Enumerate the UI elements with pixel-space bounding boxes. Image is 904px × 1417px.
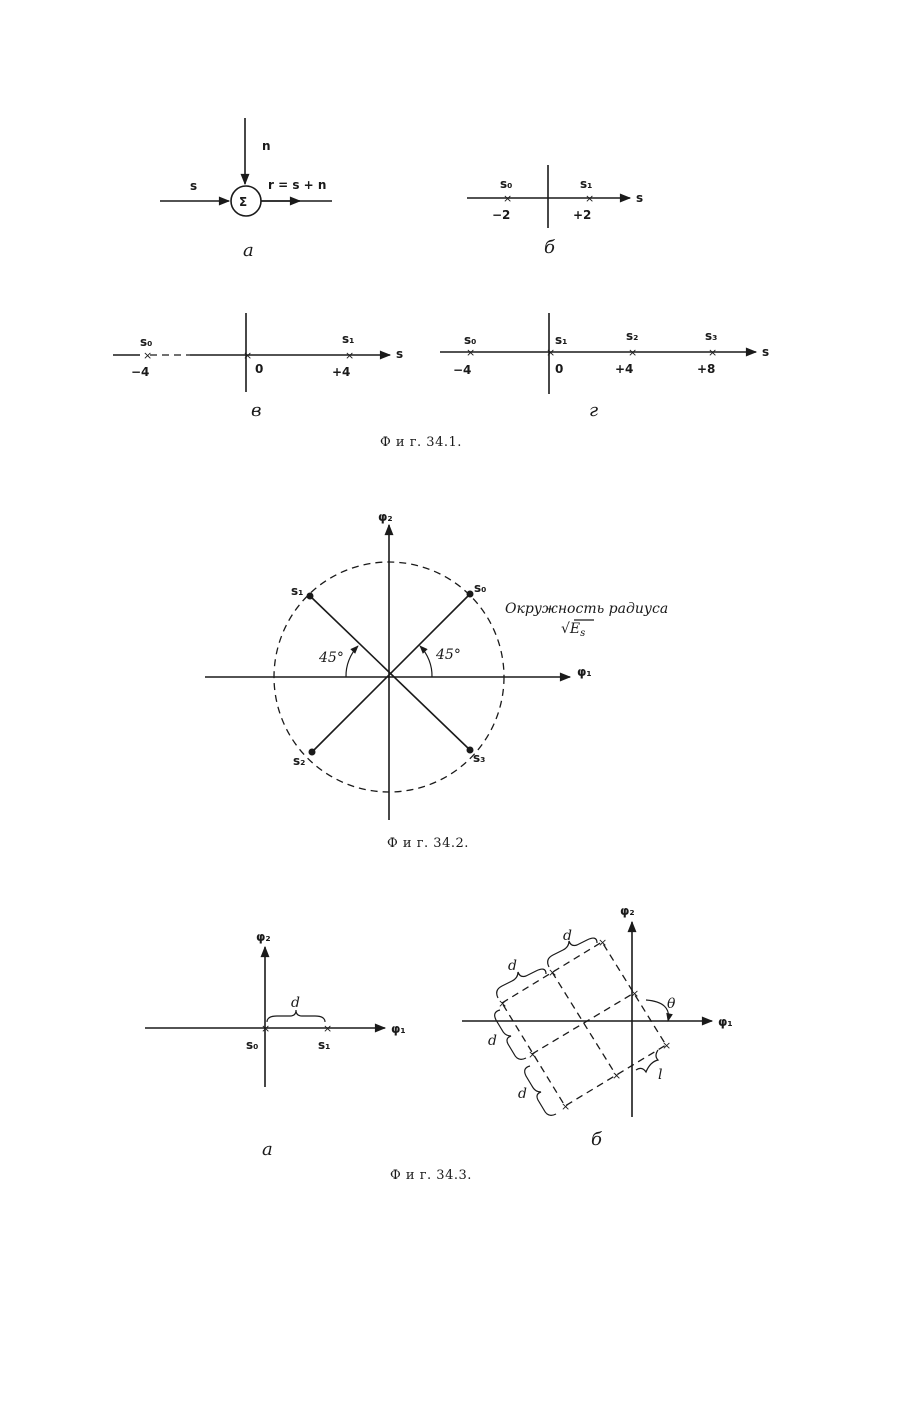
fig-34-3-b: × × × × × × × × d d d d θ l φ₂ φ₁ б (462, 904, 733, 1150)
phi2-label: φ₂ (256, 930, 271, 944)
value-plus-8: +8 (697, 362, 715, 376)
radius-subscript: s (580, 628, 585, 639)
fig-34-1-b: × × s₀ s₁ s −2 +2 б (467, 165, 643, 258)
point-origin-marker: × (243, 349, 252, 362)
s1-label: s₁ (342, 332, 354, 346)
sublabel-d: г (589, 400, 598, 421)
s1-label: s₁ (291, 584, 303, 598)
lattice-point: × (528, 1048, 537, 1061)
point-s1-marker: × (323, 1022, 332, 1035)
axis-label: s (762, 345, 769, 359)
brace-d-top-left (497, 969, 546, 998)
s0-label: s₀ (474, 581, 486, 595)
s1-label: s₁ (555, 333, 567, 347)
phi1-label: φ₁ (718, 1015, 733, 1029)
caption-34-2: Ф и г. 34.2. (387, 836, 469, 851)
sublabel-b: б (544, 237, 556, 258)
s0-label: s₀ (246, 1038, 258, 1052)
sum-symbol: Σ (239, 195, 247, 209)
sublabel-b: б (591, 1129, 603, 1150)
fig-34-1-c: × × × s₀ s₁ s −4 0 +4 в (113, 313, 403, 421)
phi1-label: φ₁ (577, 665, 592, 679)
value-minus-4: −4 (453, 363, 471, 377)
lattice-line-2 (532, 993, 634, 1054)
output-label: r = s + n (268, 178, 326, 192)
phi1-label: φ₁ (391, 1022, 406, 1036)
point-s1-marker: × (546, 346, 555, 359)
lattice-point: × (598, 936, 607, 949)
sublabel-c: в (251, 400, 261, 421)
value-minus-4: −4 (131, 365, 149, 379)
value-minus-2: −2 (492, 208, 510, 222)
radius-label: √Es (561, 621, 585, 639)
point-s0-marker: × (143, 349, 152, 362)
phi2-label: φ₂ (378, 510, 393, 524)
s3-label: s₃ (705, 329, 717, 343)
lattice-point: × (630, 987, 639, 1000)
lattice-point: × (561, 1100, 570, 1113)
d-label-4: d (518, 1086, 527, 1102)
value-zero: 0 (255, 362, 263, 376)
fig-34-1-d: × × × × s₀ s₁ s₂ s₃ s −4 0 +4 +8 г (440, 313, 769, 421)
sublabel-a: а (243, 240, 254, 261)
d-label-1: d (563, 928, 572, 944)
point-s1-marker: × (345, 349, 354, 362)
point-s0-marker: × (466, 346, 475, 359)
s0-label: s₀ (464, 333, 476, 347)
point-s2 (309, 749, 316, 756)
signal-label: s (190, 179, 197, 193)
point-s0 (467, 591, 474, 598)
caption-34-1: Ф и г. 34.1. (380, 435, 462, 450)
noise-label: n (262, 139, 271, 153)
s1-label: s₁ (318, 1038, 330, 1052)
value-plus-4: +4 (615, 362, 633, 376)
s2-label: s₂ (626, 329, 638, 343)
d-label-2: d (508, 958, 517, 974)
angle-label-right: 45° (435, 647, 461, 663)
d-label-3: d (488, 1033, 497, 1049)
s1-label: s₁ (580, 177, 592, 191)
s2-label: s₂ (293, 754, 305, 768)
point-s1 (307, 593, 314, 600)
s0-label: s₀ (140, 335, 152, 349)
angle-arc-left (346, 646, 358, 677)
value-zero: 0 (555, 362, 563, 376)
lattice-point: × (612, 1069, 621, 1082)
fig-34-1-a: n s Σ r = s + n а (160, 118, 332, 261)
caption-34-3: Ф и г. 34.3. (390, 1168, 472, 1183)
brace-d-top (548, 938, 597, 967)
fig-34-2: φ₂ φ₁ s₁ s₀ s₂ s₃ 45° 45° Окружность рад… (205, 510, 668, 820)
angle-label-left: 45° (318, 650, 344, 666)
point-s3-marker: × (708, 346, 717, 359)
point-s0-marker: × (503, 192, 512, 205)
axis-label: s (636, 191, 643, 205)
diagonal-s2-s0 (312, 594, 470, 752)
value-plus-4: +4 (332, 365, 350, 379)
radius-root: √E (561, 621, 580, 637)
point-s0-marker: × (261, 1022, 270, 1035)
axis-label: s (396, 347, 403, 361)
value-plus-2: +2 (573, 208, 591, 222)
s3-label: s₃ (473, 751, 485, 765)
point-s1-marker: × (585, 192, 594, 205)
sublabel-a: а (262, 1139, 273, 1160)
fig-34-3-a: × × d φ₂ φ₁ s₀ s₁ а (145, 930, 406, 1160)
phi2-label: φ₂ (620, 904, 635, 918)
l-label: l (658, 1067, 662, 1083)
s0-label: s₀ (500, 177, 512, 191)
brace-d-bottom-left (525, 1066, 556, 1115)
d-label: d (291, 995, 300, 1011)
lattice-point: × (662, 1039, 671, 1052)
theta-label: θ (667, 996, 676, 1012)
point-s2-marker: × (628, 346, 637, 359)
circle-label: Окружность радиуса (505, 601, 668, 617)
lattice-point: × (548, 966, 557, 979)
lattice-point: × (498, 997, 507, 1010)
distance-brace (267, 1010, 325, 1022)
angle-arc-right (420, 646, 432, 677)
